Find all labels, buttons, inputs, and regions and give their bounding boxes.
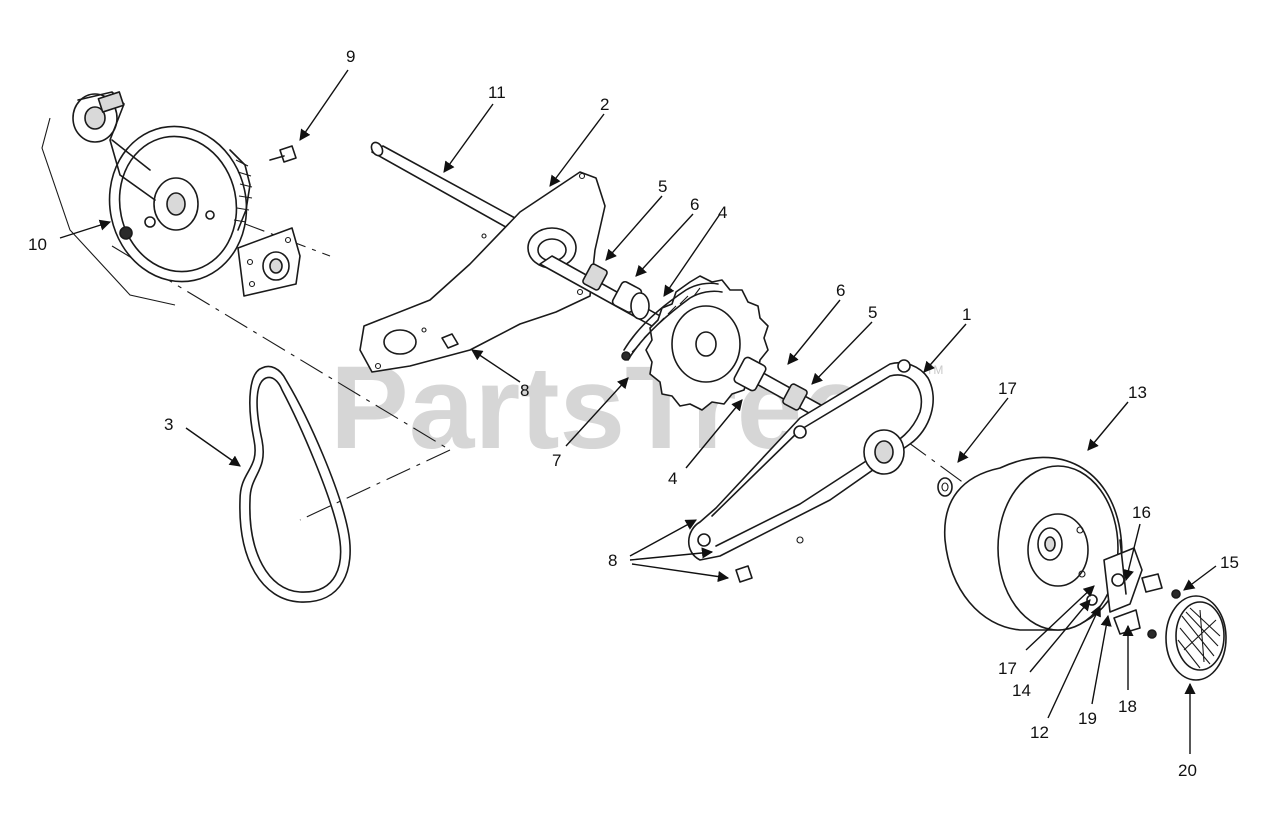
callout-6-upper: 6: [690, 195, 699, 214]
chain-case-cover: [687, 359, 934, 561]
chain: [621, 282, 723, 361]
callout-10: 10: [28, 235, 47, 254]
callout-8-plate: 8: [520, 381, 529, 400]
callout-2: 2: [600, 95, 609, 114]
drive-shaft-assembly: [539, 255, 849, 429]
callout-leaders: [59, 69, 1217, 754]
callout-4-upper: 4: [718, 203, 727, 222]
washer-part-17: [937, 477, 953, 497]
frame-plate: [359, 171, 606, 373]
callout-17-lower: 17: [998, 659, 1017, 678]
callout-4-lower: 4: [668, 469, 677, 488]
callout-7: 7: [552, 451, 561, 470]
bolts-part-8: [735, 565, 753, 583]
callout-19: 19: [1078, 709, 1097, 728]
callout-9: 9: [346, 47, 355, 66]
sprocket: [645, 275, 769, 411]
wheel: [943, 456, 1123, 631]
callout-13: 13: [1128, 383, 1147, 402]
callout-15: 15: [1220, 553, 1239, 572]
callout-12: 12: [1030, 723, 1049, 742]
callout-16: 16: [1132, 503, 1151, 522]
callout-1: 1: [962, 305, 971, 324]
callout-5-upper: 5: [658, 177, 667, 196]
callout-labels: 9 10 11 2 5 6 4 8 3 7 6 5 1 4 17 13 8 16…: [28, 47, 1239, 780]
callout-17-upper: 17: [998, 379, 1017, 398]
callout-5-lower: 5: [868, 303, 877, 322]
callout-6-lower: 6: [836, 281, 845, 300]
bolt-part-9: [269, 145, 297, 163]
hubcap: [1165, 595, 1227, 681]
callout-18: 18: [1118, 697, 1137, 716]
v-belt: [239, 365, 351, 603]
callout-14: 14: [1012, 681, 1031, 700]
callout-20: 20: [1178, 761, 1197, 780]
pulley-assembly: [41, 91, 301, 306]
watermark-trademark: TM: [926, 363, 943, 377]
callout-11: 11: [488, 83, 506, 102]
callout-8-cover: 8: [608, 551, 617, 570]
callout-3: 3: [164, 415, 173, 434]
